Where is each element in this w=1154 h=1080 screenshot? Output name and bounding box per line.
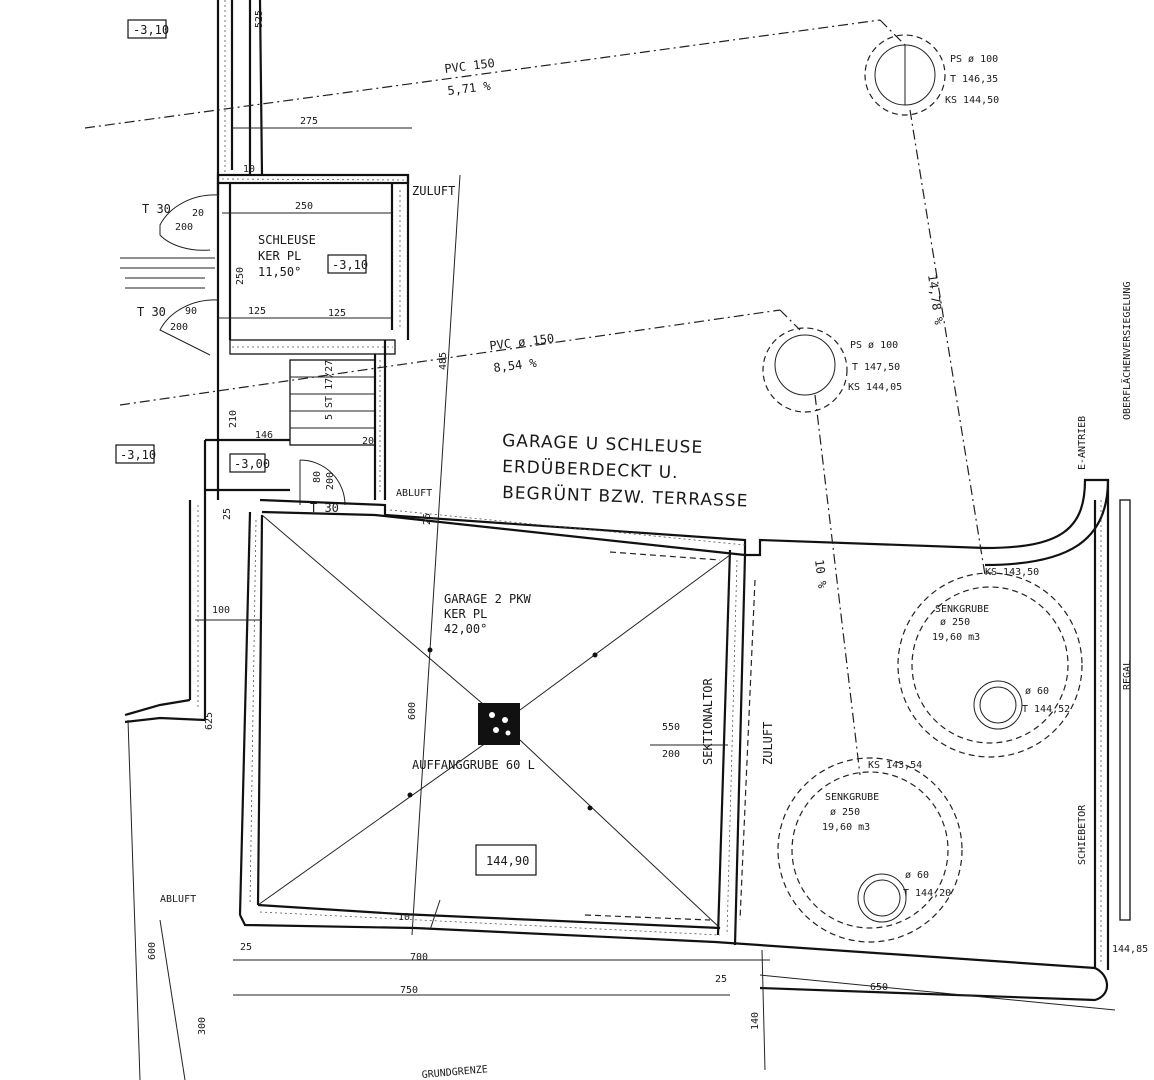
dim-200b: 200 bbox=[170, 322, 188, 333]
sg2-vol: 19,60 m3 bbox=[822, 822, 870, 833]
dim-20b: 20 bbox=[362, 436, 374, 447]
sg1-sub-t: T 144,52 bbox=[1022, 704, 1070, 715]
zuluft-right: ZULUFT bbox=[761, 722, 775, 765]
abluft-mid: ABLUFT bbox=[396, 488, 432, 499]
dim-146: 146 bbox=[255, 430, 273, 441]
e-antrieb-label: E-ANTRIEB bbox=[1077, 416, 1088, 470]
sg2-d: ø 250 bbox=[830, 807, 860, 818]
dim-200d: 200 bbox=[662, 749, 680, 760]
dim-250b: 250 bbox=[235, 267, 246, 285]
dim-10: 10 bbox=[243, 164, 255, 175]
level-schleuse: -3,10 bbox=[332, 258, 368, 272]
sg2-sub-d: ø 60 bbox=[905, 870, 929, 881]
schleuse-walls bbox=[120, 173, 410, 506]
t30-mid: T 30 bbox=[137, 305, 166, 319]
dim-10b: 10 bbox=[398, 912, 410, 923]
garage-area: 42,00° bbox=[444, 622, 487, 636]
level-top-left: -3,10 bbox=[133, 23, 169, 37]
dim-25d: 25 bbox=[715, 974, 727, 985]
abluft-bottom: ABLUFT bbox=[160, 894, 196, 905]
dim-25c: 25 bbox=[240, 942, 252, 953]
auffanggrube-pit bbox=[478, 703, 520, 745]
main-note-line2: ERDÜBERDECKT U. bbox=[502, 455, 679, 483]
left-boundary-walls bbox=[124, 0, 264, 1080]
dim-250a: 250 bbox=[295, 201, 313, 212]
pvc2-label: PVC ø 150 bbox=[489, 331, 555, 353]
dim-200a: 200 bbox=[175, 222, 193, 233]
dim-20a: 20 bbox=[192, 208, 204, 219]
ps1-line2: T 146,35 bbox=[950, 74, 998, 85]
sg1-d: ø 250 bbox=[940, 617, 970, 628]
t30-door: T 30 bbox=[310, 501, 339, 515]
grundgrenze-label: GRUNDGRENZE bbox=[421, 1064, 488, 1080]
dim-485: 485 bbox=[438, 352, 449, 370]
sg2-name: SENKGRUBE bbox=[825, 792, 879, 803]
level-garage-floor: 144,90 bbox=[486, 854, 529, 868]
sg2-sub-t: T 144,20 bbox=[903, 888, 951, 899]
ps2-line1: PS ø 100 bbox=[850, 340, 898, 351]
garage-name: GARAGE 2 PKW bbox=[444, 592, 531, 606]
ps1-line3: KS 144,50 bbox=[945, 95, 999, 106]
level-boxes bbox=[115, 19, 537, 876]
level-left-mid: -3,10 bbox=[120, 448, 156, 462]
dim-300: 300 bbox=[197, 1017, 208, 1035]
sg1-name: SENKGRUBE bbox=[935, 604, 989, 615]
dim-600b: 600 bbox=[147, 942, 158, 960]
dim-275: 275 bbox=[300, 116, 318, 127]
dimension-lines bbox=[195, 127, 1116, 1071]
pvc1-label: PVC 150 bbox=[444, 56, 496, 76]
t30-top: T 30 bbox=[142, 202, 171, 216]
dim-25a: 25 bbox=[222, 508, 233, 520]
stair-label: 5 ST 17/27 bbox=[324, 360, 335, 420]
slope-b: 10 % bbox=[812, 559, 830, 590]
main-note-line3: BEGRÜNT BZW. TERRASSE bbox=[502, 481, 749, 512]
garage-floor: KER PL bbox=[444, 607, 487, 621]
schleuse-floor: KER PL bbox=[258, 249, 301, 263]
slope-a: 14,78 % bbox=[925, 273, 946, 326]
sg1-sub-d: ø 60 bbox=[1025, 686, 1049, 697]
dim-90: 90 bbox=[185, 306, 197, 317]
oberflaechen-label: OBERFLÄCHENVERSIEGELUNG bbox=[1120, 282, 1133, 420]
level-right-corner: 144,85 bbox=[1112, 944, 1148, 955]
schiebetor-label: SCHIEBETOR bbox=[1077, 804, 1088, 865]
level-stair: -3,00 bbox=[234, 457, 270, 471]
dim-210: 210 bbox=[228, 410, 239, 428]
ps2-line3: KS 144,05 bbox=[848, 382, 902, 393]
dim-125a: 125 bbox=[248, 306, 266, 317]
dim-525: 525 bbox=[254, 10, 265, 28]
sg1-ks: KS 143,50 bbox=[985, 567, 1039, 578]
dim-650: 650 bbox=[870, 982, 888, 993]
dim-550: 550 bbox=[662, 722, 680, 733]
dim-750: 750 bbox=[400, 985, 418, 996]
dim-100: 100 bbox=[212, 605, 230, 616]
dim-25b: 25 bbox=[422, 513, 433, 525]
garage-walls bbox=[238, 174, 1131, 1002]
sektionaltor-label: SEKTIONALTOR bbox=[701, 678, 715, 765]
ps2-line2: T 147,50 bbox=[852, 362, 900, 373]
dim-140: 140 bbox=[750, 1012, 761, 1030]
sg1-vol: 19,60 m3 bbox=[932, 632, 980, 643]
dim-125b: 125 bbox=[328, 308, 346, 319]
dim-700: 700 bbox=[410, 952, 428, 963]
shaft-ps1 bbox=[864, 34, 946, 116]
shaft-ps2 bbox=[762, 327, 848, 413]
main-note-line1: GARAGE U SCHLEUSE bbox=[502, 431, 704, 458]
regal-label: REGAL bbox=[1122, 660, 1133, 690]
pvc1-slope: 5,71 % bbox=[447, 79, 493, 98]
dim-600: 600 bbox=[407, 702, 418, 720]
ps1-line1: PS ø 100 bbox=[950, 54, 998, 65]
schleuse-area: 11,50° bbox=[258, 265, 301, 279]
dim-625: 625 bbox=[204, 712, 215, 730]
sg2-ks: KS 143,54 bbox=[868, 760, 922, 771]
dim-200c: 200 bbox=[325, 472, 336, 490]
dim-80: 80 bbox=[312, 471, 323, 483]
senkgrube-2 bbox=[777, 757, 963, 943]
drain-pipes bbox=[84, 19, 986, 776]
pvc2-slope: 8,54 % bbox=[493, 356, 539, 375]
schleuse-name: SCHLEUSE bbox=[258, 233, 316, 247]
auffanggrube-label: AUFFANGGRUBE 60 L bbox=[412, 758, 535, 772]
senkgrube-1 bbox=[897, 572, 1083, 758]
zuluft-top: ZULUFT bbox=[412, 184, 455, 198]
